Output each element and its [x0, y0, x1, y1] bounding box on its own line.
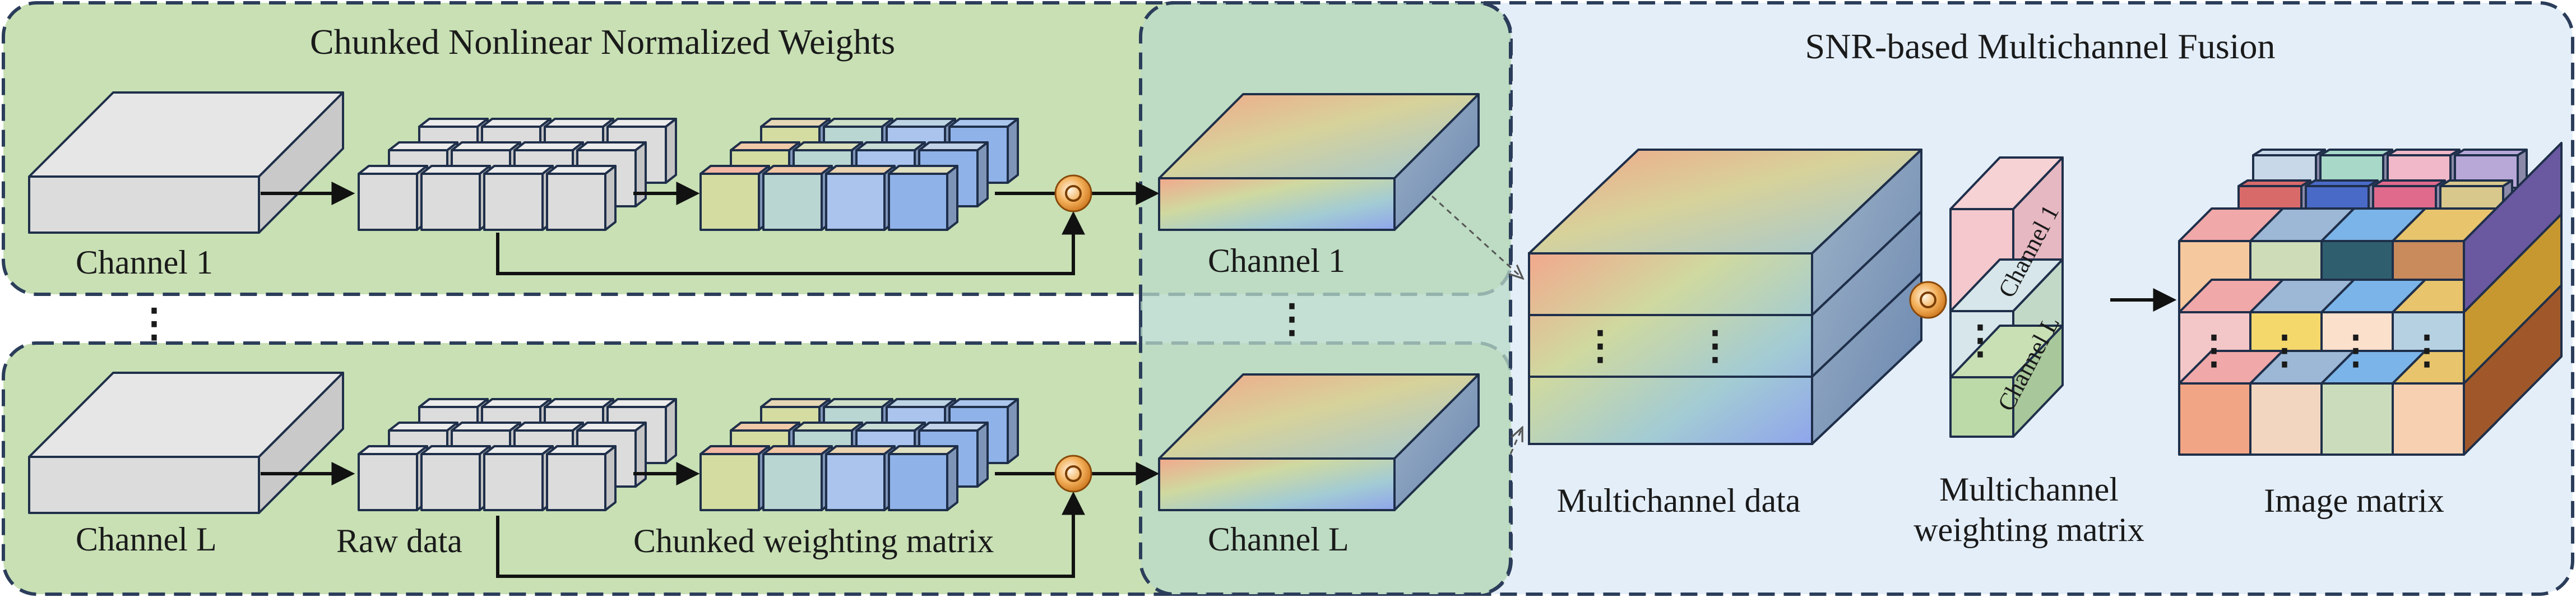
chunk-cube-front [483, 453, 544, 511]
weight-cube-side [976, 141, 989, 207]
image-cell-front [2178, 382, 2251, 456]
weight-cube-side [976, 422, 989, 488]
chunked-weighting-matrix-channel-l [699, 398, 1019, 511]
label-raw-data: Raw data [336, 522, 462, 559]
output-slab-front [1158, 457, 1396, 511]
weight-cube-side [946, 445, 958, 511]
label-weighting-matrix-line-1: Multichannel [1939, 471, 2119, 508]
chunk-cube-front [420, 453, 481, 511]
weight-cube-front [825, 453, 886, 511]
multichannel-weighting-matrix [1949, 156, 2064, 438]
weight-cube-front [888, 173, 948, 231]
chunk-cube-front [483, 173, 544, 231]
ellipsis-stack-right: ⋮ [1695, 325, 1735, 368]
label-weighting-matrix-line-2: weighting matrix [1914, 511, 2144, 548]
label-multichannel-data: Multichannel data [1557, 482, 1801, 519]
ellipsis-output-channels: ⋮ [1272, 298, 1312, 341]
chunk-cube-side [665, 118, 677, 184]
chunk-cube-front [546, 453, 606, 511]
chunk-cube-side [604, 445, 617, 511]
raw-slab-front [28, 456, 260, 514]
output-slab-front [1158, 177, 1396, 231]
ellipsis-image-col-3: ⋮ [2336, 329, 2375, 372]
image-matrix-cube [2178, 142, 2563, 456]
hadamard-operator-fusion [1909, 281, 1947, 319]
right-section-title: SNR-based Multichannel Fusion [1805, 26, 2275, 66]
weight-cube-side [1007, 398, 1019, 464]
multichannel-data-stack [1528, 149, 1922, 445]
label-output-channel-l: Channel L [1208, 521, 1349, 558]
ellipsis-image-col-4: ⋮ [2407, 329, 2447, 372]
hadamard-operator-channel-1 [1054, 174, 1092, 212]
raw-input-block-channel-1 [28, 91, 344, 234]
label-chunked-weighting-matrix: Chunked weighting matrix [633, 522, 994, 559]
hadamard-operator-channel-l [1054, 455, 1092, 493]
chunk-cube-side [604, 165, 617, 231]
stack-layer-side [1811, 272, 1922, 445]
output-block-channel-1 [1158, 93, 1480, 231]
chunk-cube-side [634, 422, 647, 488]
chunk-cube-front [358, 453, 418, 511]
output-block-channel-l [1158, 373, 1480, 511]
label-channel-l: Channel L [76, 521, 217, 558]
ellipsis-stack-left: ⋮ [1581, 325, 1620, 368]
weight-cube-side [946, 165, 958, 231]
flow-arrows [261, 182, 2177, 578]
wm-bot-cell-front [1949, 376, 2014, 438]
image-cell-front [2392, 382, 2465, 456]
left-section-title: Chunked Nonlinear Normalized Weights [310, 22, 895, 62]
label-output-channel-1: Channel 1 [1208, 242, 1345, 279]
weight-cube-side [1007, 118, 1019, 184]
chunk-cube-side [634, 141, 647, 207]
image-cell-front [2249, 382, 2323, 456]
chunk-cube-front [420, 173, 481, 231]
raw-data-chunks-channel-1 [358, 118, 677, 231]
raw-slab-front [28, 175, 260, 234]
weight-cube-front [825, 173, 886, 231]
ellipsis-weighting-matrix: ⋮ [1961, 319, 2000, 362]
chunk-cube-front [358, 173, 418, 231]
weight-cube-front [888, 453, 948, 511]
label-image-matrix: Image matrix [2264, 482, 2444, 519]
raw-data-chunks-channel-l [358, 398, 677, 511]
label-channel-1: Channel 1 [76, 244, 213, 281]
chunk-cube-side [665, 398, 677, 464]
weight-cube-front [762, 173, 823, 231]
image-side-band [2463, 284, 2563, 456]
weight-cube-front [699, 173, 760, 231]
ellipsis-image-col-2: ⋮ [2265, 329, 2304, 372]
merge-arrows [1431, 195, 1522, 455]
weight-cube-front [762, 453, 823, 511]
chunk-cube-front [546, 173, 606, 231]
raw-input-block-channel-l [28, 372, 344, 514]
ellipsis-left-channels: ⋮ [135, 302, 174, 345]
ellipsis-image-col-1: ⋮ [2194, 329, 2234, 372]
image-cell-front [2320, 382, 2394, 456]
stack-block-front [1528, 252, 1813, 445]
weight-cube-front [699, 453, 760, 511]
chunked-weighting-matrix-channel-1 [699, 118, 1019, 231]
